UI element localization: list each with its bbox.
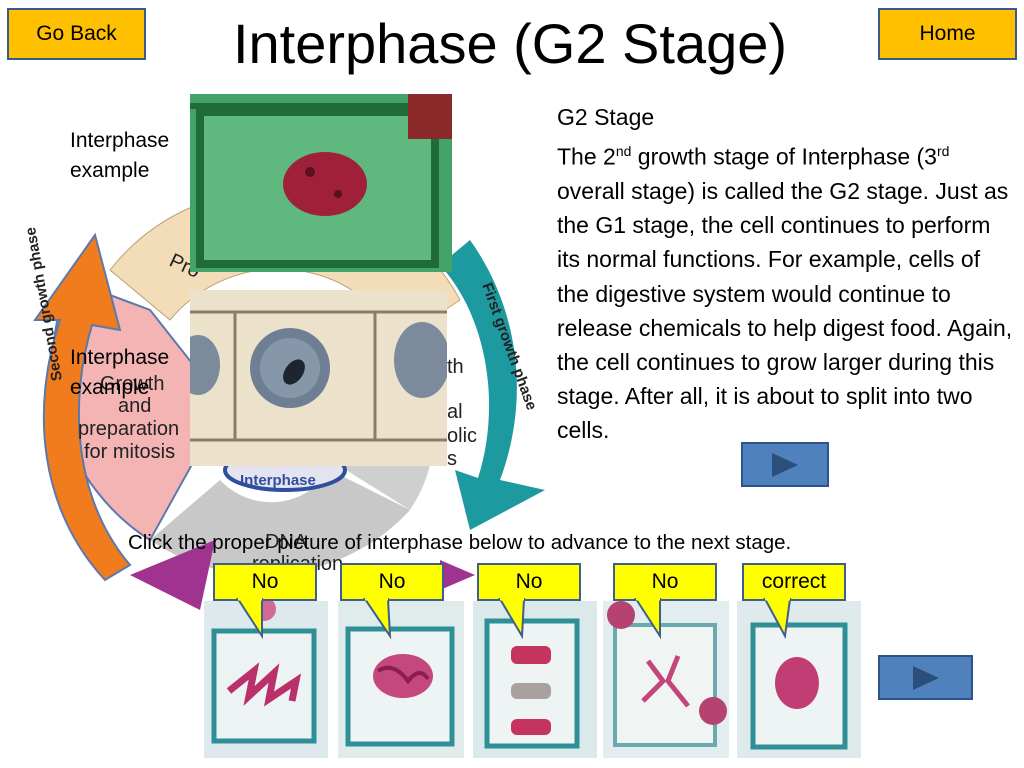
play-arrow-icon <box>912 665 939 690</box>
next-play-button-bottom[interactable] <box>878 655 973 700</box>
page-title: Interphase (G2 Stage) <box>232 12 788 75</box>
growth-fragment-text: th <box>447 356 464 378</box>
metabolic-fragment-2: olic <box>447 425 477 447</box>
choice-picture-2[interactable] <box>338 601 464 758</box>
choice-callout-3[interactable]: No <box>477 563 581 601</box>
play-arrow-icon <box>772 452 798 477</box>
example-photo-middle <box>190 290 447 466</box>
interphase-text: Interphase <box>240 472 316 489</box>
description-heading: G2 Stage <box>557 104 655 130</box>
stage-description: G2 Stage The 2nd growth stage of Interph… <box>557 100 1017 448</box>
instruction-text: Click the proper picture of interphase b… <box>128 531 792 554</box>
example-label-middle: Interphase example <box>70 346 170 399</box>
choice-picture-1[interactable] <box>204 601 328 758</box>
choice-callout-5[interactable]: correct <box>742 563 846 601</box>
choice-picture-3[interactable] <box>473 601 597 758</box>
growth-prep-line-4: for mitosis <box>84 441 175 463</box>
first-growth-arrow <box>440 240 545 530</box>
next-play-button-top[interactable] <box>741 442 829 487</box>
choice-callout-1[interactable]: No <box>213 563 317 601</box>
second-growth-arrow <box>33 232 132 582</box>
choice-callout-4[interactable]: No <box>613 563 717 601</box>
description-body: The 2nd growth stage of Interphase (3rd … <box>557 143 1013 444</box>
go-back-button[interactable]: Go Back <box>7 8 146 60</box>
example-photo-top <box>190 94 452 272</box>
growth-prep-line-2: and <box>118 395 151 417</box>
choice-callout-2[interactable]: No <box>340 563 444 601</box>
choice-picture-5[interactable] <box>737 601 861 758</box>
home-button[interactable]: Home <box>878 8 1017 60</box>
dna-line-1: DNA <box>265 531 308 553</box>
choice-picture-4[interactable] <box>603 601 729 758</box>
growth-prep-line-1: Growth <box>100 373 164 395</box>
growth-prep-line-3: preparation <box>78 418 179 440</box>
metabolic-fragment-3: s <box>447 448 457 470</box>
example-label-top: Interphase example <box>70 129 170 182</box>
metabolic-fragment-1: al <box>447 401 463 423</box>
